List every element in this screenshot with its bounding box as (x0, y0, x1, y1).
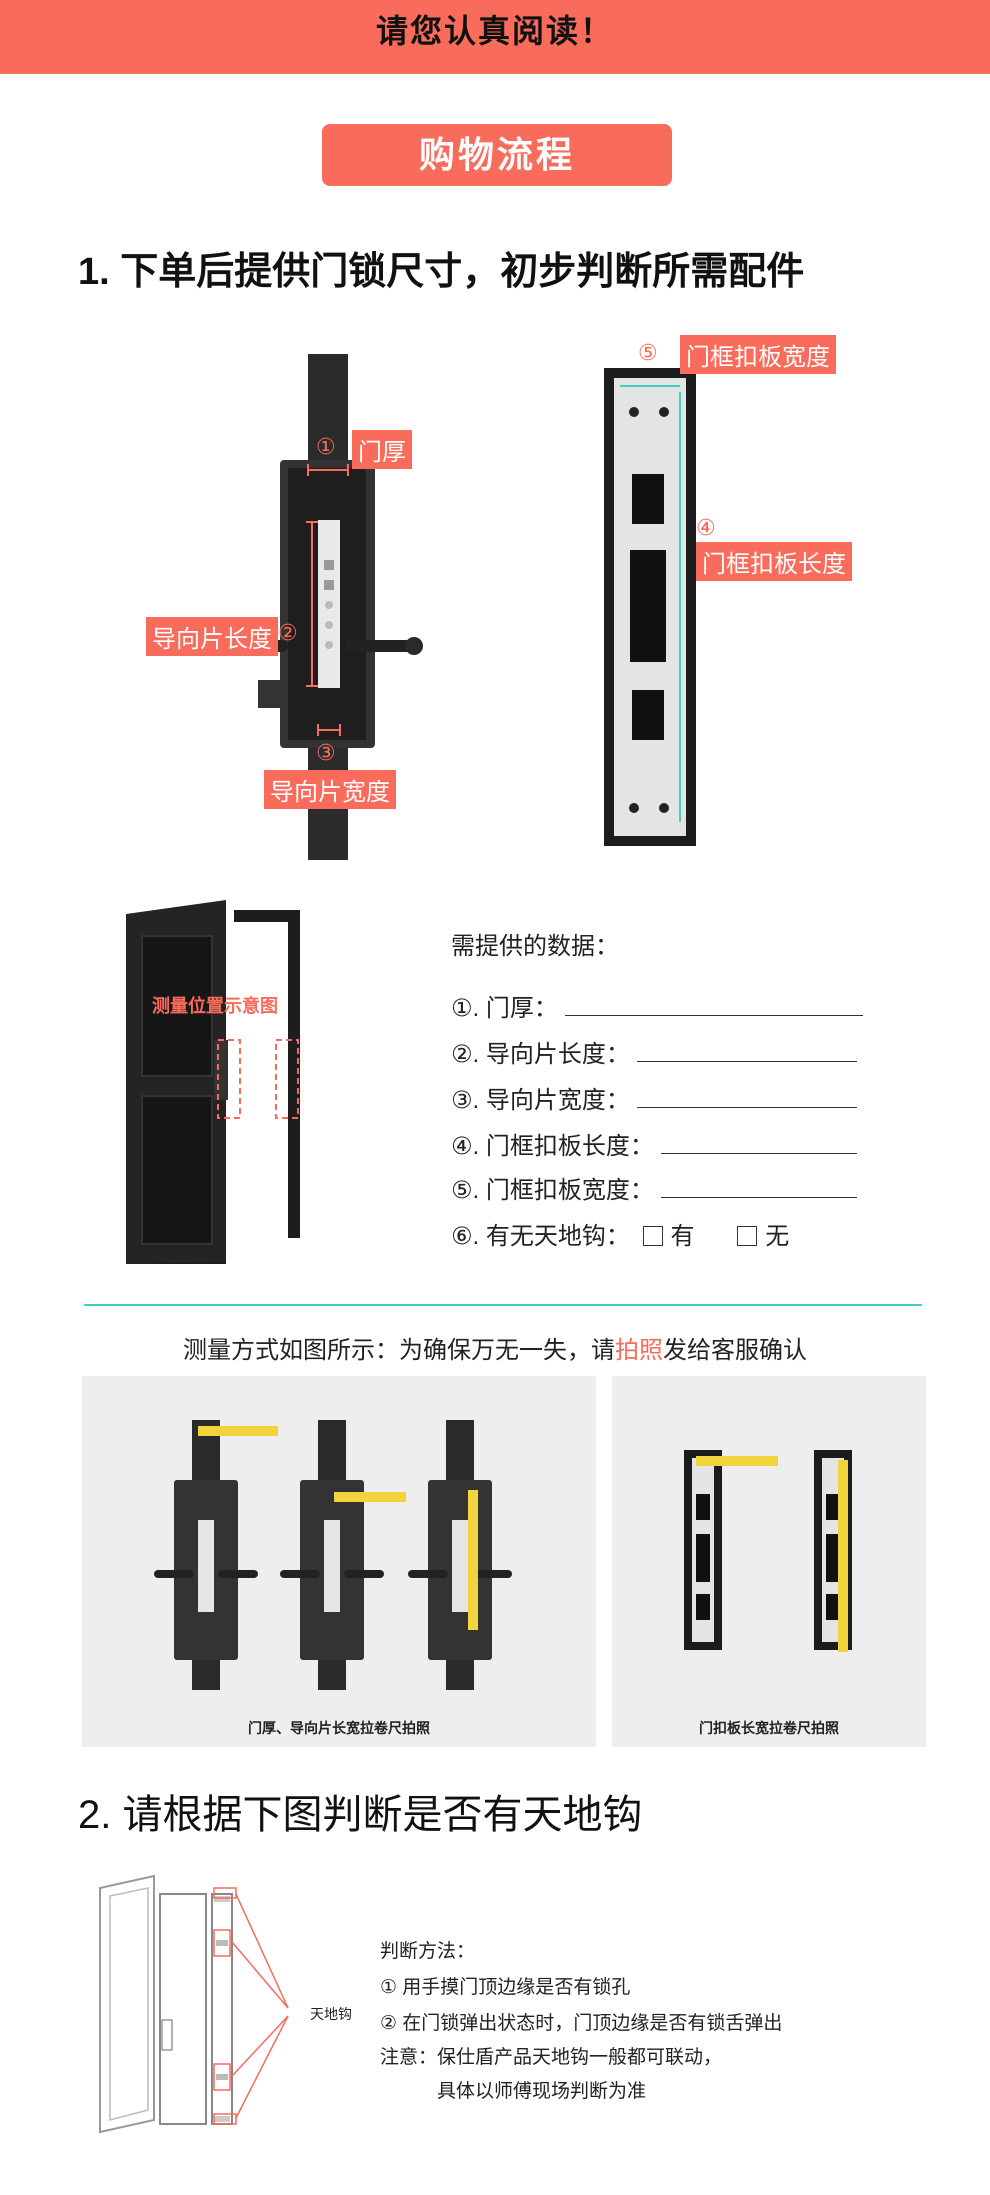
form-row-label: ②. 导向片长度： (451, 1041, 630, 1068)
judge-title: 判断方法： (380, 1941, 476, 1962)
form-row-label: ⑥. 有无天地钩： (451, 1223, 630, 1250)
form-row-label: ④. 门框扣板长度： (451, 1133, 654, 1160)
door-illustration (126, 900, 300, 1264)
lock-illustration (258, 354, 423, 860)
option-yes: 有 (670, 1223, 695, 1250)
marker-1: ① (316, 434, 336, 459)
blank-line[interactable] (660, 1131, 857, 1154)
step2-heading: 2. 请根据下图判断是否有天地钩 (78, 1793, 643, 1837)
judge-line-1: ① 用手摸门顶边缘是否有锁孔 (380, 1977, 631, 1998)
judge-note-2: 具体以师傅现场判断为准 (437, 2081, 647, 2102)
judge-line-2: ② 在门锁弹出状态时，门顶边缘是否有锁舌弹出 (380, 2013, 783, 2034)
label-plate-width: 门框扣板宽度 (680, 335, 836, 374)
checkbox-no[interactable] (737, 1226, 758, 1246)
strike-plate-illustration (604, 368, 696, 846)
form-row-6: ⑥. 有无天地钩： 有 无 (451, 1216, 789, 1251)
caption-plate-photos: 门扣板长宽拉卷尺拍照 (699, 1720, 839, 1736)
marker-2: ② (278, 620, 298, 645)
form-row-2: ②. 导向片长度： (451, 1034, 857, 1069)
checkbox-yes[interactable] (642, 1226, 663, 1246)
marker-4: ④ (696, 515, 716, 540)
form-row-1: ①. 门厚： (451, 988, 863, 1023)
form-row-4: ④. 门框扣板长度： (451, 1126, 857, 1161)
blank-line[interactable] (636, 1085, 857, 1108)
measure-note-highlight: 拍照 (615, 1337, 663, 1364)
form-row-5: ⑤. 门框扣板宽度： (451, 1170, 857, 1205)
label-plate-length: 门框扣板长度 (696, 542, 852, 581)
label-guide-length: 导向片长度 (146, 617, 278, 656)
process-title-badge: 购物流程 (322, 124, 672, 186)
marker-3: ③ (316, 740, 336, 765)
form-row-label: ⑤. 门框扣板宽度： (451, 1177, 654, 1204)
hook-diagram (99, 1874, 289, 2134)
notice-banner (0, 0, 990, 74)
caption-lock-photos: 门厚、导向片长宽拉卷尺拍照 (248, 1720, 430, 1736)
notice-text: 请您认真阅读！ (375, 13, 614, 49)
measure-note-suffix: 发给客服确认 (663, 1337, 807, 1364)
form-title: 需提供的数据： (451, 933, 619, 960)
measure-photo-panel-lock: 门厚、导向片长宽拉卷尺拍照 (82, 1376, 596, 1747)
measure-photo-panel-plate: 门扣板长宽拉卷尺拍照 (612, 1376, 926, 1747)
form-row-3: ③. 导向片宽度： (451, 1080, 857, 1115)
label-guide-width: 导向片宽度 (264, 770, 396, 809)
plate-measure-photos (684, 1450, 852, 1652)
blank-line[interactable] (564, 993, 863, 1016)
lock-measure-photos (154, 1420, 512, 1690)
hook-label: 天地钩 (310, 2006, 352, 2022)
step1-heading: 1. 下单后提供门锁尺寸，初步判断所需配件 (78, 251, 805, 293)
divider (84, 1304, 922, 1306)
form-row-label: ①. 门厚： (451, 995, 558, 1022)
blank-line[interactable] (636, 1039, 857, 1062)
judge-note: 注意：保仕盾产品天地钩一般都可联动， (380, 2047, 723, 2068)
option-no: 无 (765, 1223, 790, 1250)
blank-line[interactable] (660, 1175, 857, 1198)
measure-note: 测量方式如图所示：为确保万无一失，请拍照发给客服确认 (0, 1330, 990, 1365)
label-door-thickness: 门厚 (352, 430, 412, 469)
marker-5: ⑤ (638, 340, 658, 365)
form-row-label: ③. 导向片宽度： (451, 1087, 630, 1114)
measure-note-prefix: 测量方式如图所示：为确保万无一失，请 (183, 1337, 615, 1364)
door-overlay-label: 测量位置示意图 (152, 996, 278, 1016)
